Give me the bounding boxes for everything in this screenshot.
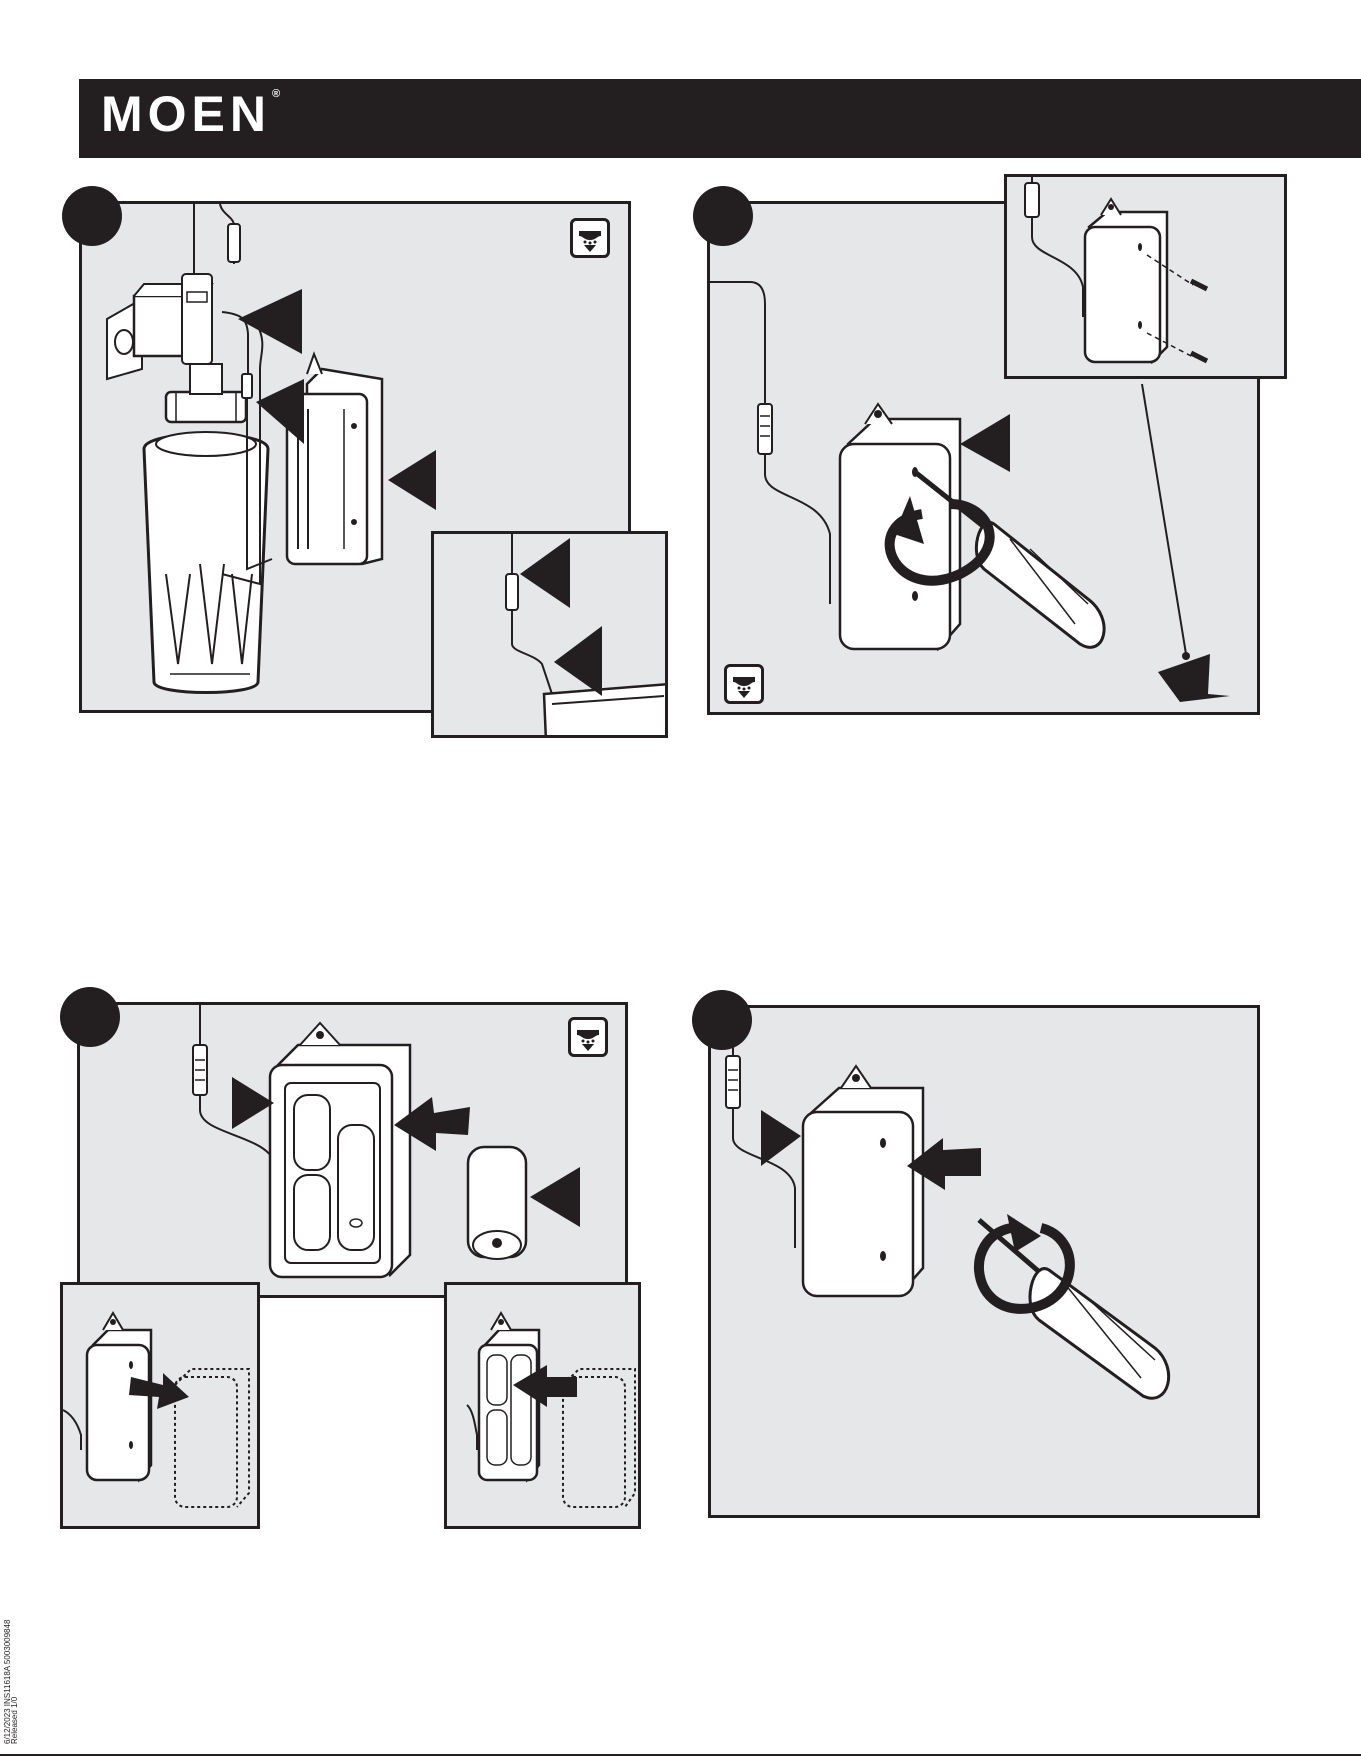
brand-header: MOEN®: [79, 79, 1361, 158]
step-1-inset-arrow-b: [554, 626, 602, 696]
step-2-detail-inset: [1004, 174, 1287, 379]
step-4-panel: [708, 1005, 1260, 1518]
step-3-detail-inset-remove: [60, 1282, 260, 1529]
battery-power-icon-step-3: [568, 1017, 608, 1057]
moen-logo: MOEN®: [101, 89, 280, 139]
step-4-arrow-a: [761, 1110, 801, 1166]
step-1-inset-arrow-a: [520, 538, 570, 608]
step-3-arrow-b: [530, 1167, 580, 1227]
step-3-panel: [77, 1002, 628, 1298]
step-1-detail-inset: [431, 531, 668, 738]
footer-rule: [0, 1754, 1361, 1756]
step-1-arrow-c: [388, 450, 436, 510]
step-2-arrow-a: [960, 414, 1010, 472]
step-4-illustration: [711, 1008, 1260, 1518]
step-1-number-circle: [62, 186, 122, 246]
step-2-number-circle: [693, 186, 753, 246]
step-3-arrow-a: [232, 1077, 274, 1129]
battery-power-icon-step-2: [724, 664, 764, 704]
step-1-arrow-b: [256, 379, 304, 444]
step-3-illustration: [80, 1005, 628, 1298]
step-3-detail-inset-install: [444, 1282, 641, 1529]
battery-power-icon: [570, 218, 610, 258]
step-4-number-circle: [692, 990, 752, 1050]
step-3-number-circle: [60, 987, 120, 1047]
step-2-pull-arrow: [1158, 654, 1230, 702]
